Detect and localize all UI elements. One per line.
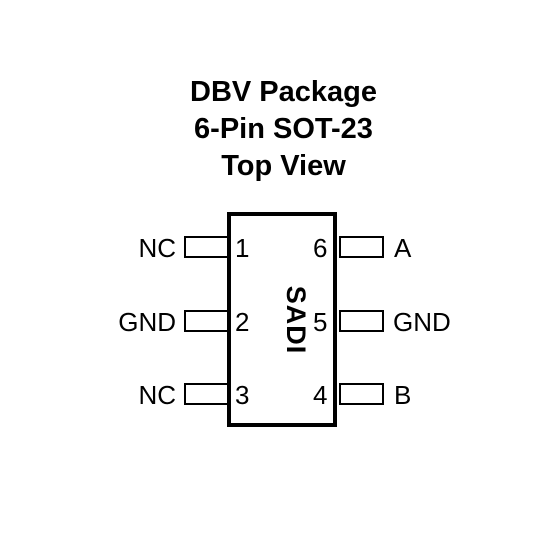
pin-1-label: NC [138, 233, 176, 263]
title-pin-count: 6-Pin SOT-23 [194, 113, 373, 145]
pin-3-label: NC [138, 380, 176, 410]
pin-4-number: 4 [313, 380, 328, 410]
pin-2-label: GND [118, 307, 176, 337]
pin-5-pad [339, 310, 384, 332]
title-view: Top View [221, 150, 346, 182]
pin-2-pad [184, 310, 229, 332]
pin-1-number: 1 [235, 233, 250, 263]
pin-3-number: 3 [235, 380, 250, 410]
pin-4-label: B [394, 380, 412, 410]
device-marking: SADI [281, 285, 311, 355]
pin-2-number: 2 [235, 307, 250, 337]
pin-6-number: 6 [313, 233, 328, 263]
diagram-title: DBV Package 6-Pin SOT-23 Top View [0, 74, 559, 185]
pin-6-pad [339, 236, 384, 258]
pin-1-pad [184, 236, 229, 258]
title-package: DBV Package [190, 76, 377, 108]
pin-6-label: A [394, 233, 412, 263]
pin-3-pad [184, 383, 229, 405]
pin-5-number: 5 [313, 307, 328, 337]
pin-4-pad [339, 383, 384, 405]
pin-5-label: GND [393, 307, 451, 337]
package-body [227, 212, 337, 427]
